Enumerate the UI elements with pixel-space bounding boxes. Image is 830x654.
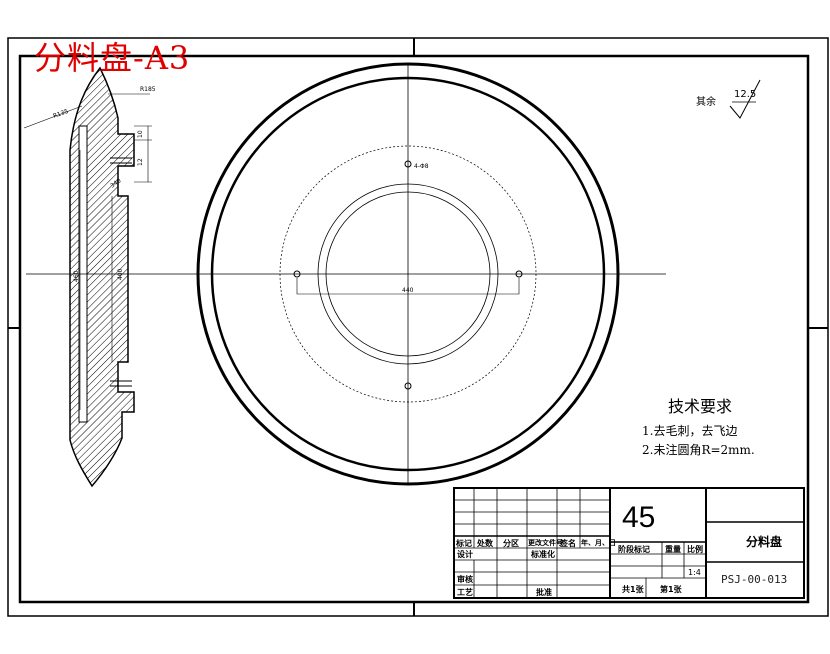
sheet-number: 第1张 (660, 585, 682, 594)
header-zone: 分区 (503, 539, 519, 548)
hole-right (515, 270, 523, 278)
designer-label: 设计 (457, 550, 473, 559)
tech-requirements-title: 技术要求 (668, 397, 733, 416)
tech-requirement-2: 2.未注圆角R=2mm. (642, 443, 755, 457)
scale-label: 比例 (687, 545, 703, 554)
scale-value: 1:4 (688, 568, 701, 577)
process-label: 工艺 (457, 588, 473, 597)
header-change-doc: 更改文件号 (528, 539, 563, 547)
stage-mark-label: 阶段标记 (618, 545, 650, 554)
hole-top (404, 160, 412, 168)
outer-rim-circle (196, 62, 620, 486)
dim-12-text: 12 (137, 158, 144, 166)
approve-label: 批准 (536, 588, 552, 597)
header-count: 处数 (477, 539, 493, 548)
tech-requirement-1: 1.去毛刺，去飞边 (642, 424, 738, 438)
dim-10-text: 10 (137, 130, 144, 138)
dim-460-text: 460 (73, 270, 80, 282)
title-stamp: 分料盘-A3 (34, 39, 191, 77)
review-label: 审核 (457, 575, 473, 584)
dim-r135-text: R135 (52, 108, 69, 120)
section-view (23, 66, 152, 488)
header-date: 年、月、日 (581, 539, 616, 547)
dim-r135-leader (23, 105, 83, 129)
drawing-number: PSJ-00-013 (721, 573, 788, 586)
material-value: 45 (622, 501, 656, 534)
part-name: 分料盘 (746, 535, 783, 549)
hole-span-text: 440 (402, 287, 414, 294)
bolt-circle-dashed (279, 145, 537, 403)
roughness-symbol (729, 79, 761, 119)
front-view (26, 62, 666, 486)
header-mark: 标记 (456, 539, 472, 548)
surface-finish-label: 其余 (696, 97, 716, 108)
hole-note-text: 4-Φ8 (414, 163, 429, 170)
hole-span-dim (296, 278, 520, 295)
hub-circle-inner (325, 191, 491, 357)
surface-finish-value: 12.5 (734, 89, 757, 100)
weight-label: 重量 (665, 545, 681, 554)
hole-bottom (404, 382, 412, 390)
total-sheets: 共1张 (622, 585, 644, 594)
title-block-lines (453, 487, 805, 599)
hub-circle-outer (317, 183, 499, 365)
header-sign: 签名 (560, 539, 576, 548)
hole-left (293, 270, 301, 278)
inner-rim-circle (210, 76, 606, 472)
standardize-label: 标准化 (531, 550, 555, 559)
dim-r185-text: R185 (140, 86, 156, 93)
